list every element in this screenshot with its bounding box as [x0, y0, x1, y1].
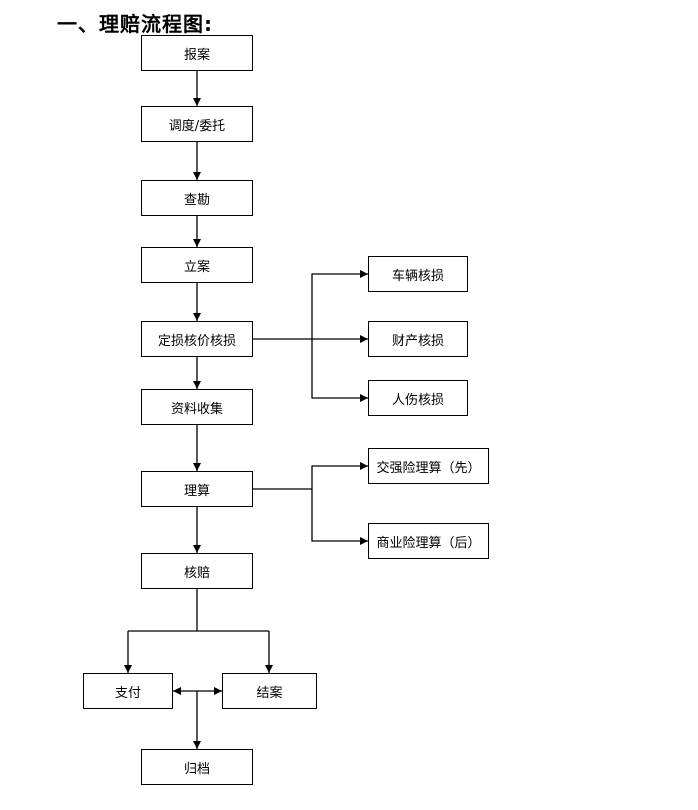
node-survey: 查勘 [141, 180, 253, 216]
node-close: 结案 [222, 673, 317, 709]
node-report: 报案 [141, 35, 253, 71]
node-pay: 支付 [83, 673, 173, 709]
node-archive: 归档 [141, 749, 253, 785]
node-register: 立案 [141, 247, 253, 283]
node-commercial: 商业险理算（后） [368, 523, 489, 559]
node-compulsory: 交强险理算（先） [368, 448, 489, 484]
node-vehicle: 车辆核损 [368, 256, 468, 292]
node-property: 财产核损 [368, 321, 468, 357]
node-injury: 人伤核损 [368, 380, 468, 416]
arrow-adjust-compulsory [311, 462, 368, 489]
arrow-assess-vehicle [311, 270, 368, 339]
arrow-assess-injury [311, 339, 368, 402]
node-collect: 资料收集 [141, 389, 253, 425]
arrow-adjust-commercial [311, 489, 368, 545]
node-dispatch: 调度/委托 [141, 106, 253, 142]
node-adjust: 理算 [141, 471, 253, 507]
node-verify: 核赔 [141, 553, 253, 589]
page-title: 一、理赔流程图: [57, 12, 213, 36]
node-assess: 定损核价核损 [141, 321, 253, 357]
